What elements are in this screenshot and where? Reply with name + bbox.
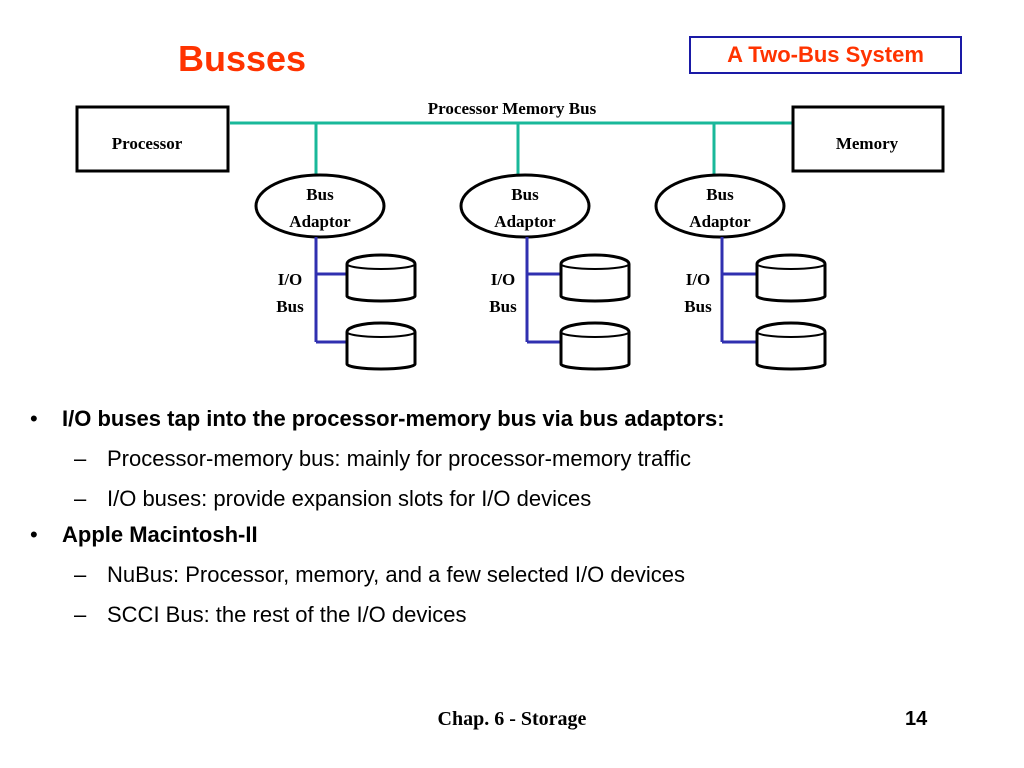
io-bus-label-line2: Bus <box>276 297 304 316</box>
page-number: 14 <box>905 708 928 730</box>
adaptor-label-line1: Bus <box>306 185 334 204</box>
processor-memory-bus-label: Processor Memory Bus <box>428 99 597 118</box>
io-bus-label-line1: I/O <box>278 270 303 289</box>
bullet-list: I/O buses tap into the processor-memory … <box>28 398 988 630</box>
io-bus-label-line2: Bus <box>684 297 712 316</box>
footer-chapter: Chap. 6 - Storage <box>437 708 587 730</box>
bullet-io-buses: I/O buses tap into the processor-memory … <box>28 404 988 434</box>
sub-bullet-scci-bus: SCCI Bus: the rest of the I/O devices <box>28 600 988 630</box>
disk-drive-icon <box>755 253 827 303</box>
adaptor-label-line2: Adaptor <box>689 212 751 231</box>
io-bus-line <box>314 237 346 344</box>
bus-adaptor-3: Bus Adaptor I/O Bus <box>654 123 827 371</box>
disk-drive-icon <box>559 253 631 303</box>
processor-label: Processor <box>112 134 183 153</box>
memory-box <box>791 105 945 173</box>
processor-box <box>75 105 230 173</box>
disk-drive-icon <box>559 321 631 371</box>
disk-drive-icon <box>345 321 417 371</box>
bus-adaptor-2: Bus Adaptor I/O Bus <box>459 123 631 371</box>
slide-title: Busses <box>178 38 307 79</box>
io-bus-label-line1: I/O <box>686 270 711 289</box>
bullet-apple-macintosh: Apple Macintosh-II <box>28 520 988 550</box>
disk-drive-icon <box>345 253 417 303</box>
sub-bullet-processor-memory-bus: Processor-memory bus: mainly for process… <box>28 444 988 474</box>
memory-label: Memory <box>836 134 899 153</box>
sub-bullet-io-buses: I/O buses: provide expansion slots for I… <box>28 484 988 514</box>
bus-adaptor-ellipse <box>654 173 786 239</box>
adaptor-label-line1: Bus <box>511 185 539 204</box>
bus-adaptor-1: Bus Adaptor I/O Bus <box>254 123 417 371</box>
io-bus-label-line2: Bus <box>489 297 517 316</box>
adaptor-label-line1: Bus <box>706 185 734 204</box>
slide-subtitle-box: A Two-Bus System <box>689 36 962 74</box>
adaptor-label-line2: Adaptor <box>494 212 556 231</box>
bus-adaptor-ellipse <box>459 173 591 239</box>
adaptor-label-line2: Adaptor <box>289 212 351 231</box>
io-bus-label-line1: I/O <box>491 270 516 289</box>
bus-adaptor-ellipse <box>254 173 386 239</box>
sub-bullet-nubus: NuBus: Processor, memory, and a few sele… <box>28 560 988 590</box>
two-bus-diagram: Processor Memory Bus Processor Memory Bu… <box>75 99 945 371</box>
disk-drive-icon <box>755 321 827 371</box>
io-bus-line <box>525 237 560 344</box>
io-bus-line <box>720 237 756 344</box>
